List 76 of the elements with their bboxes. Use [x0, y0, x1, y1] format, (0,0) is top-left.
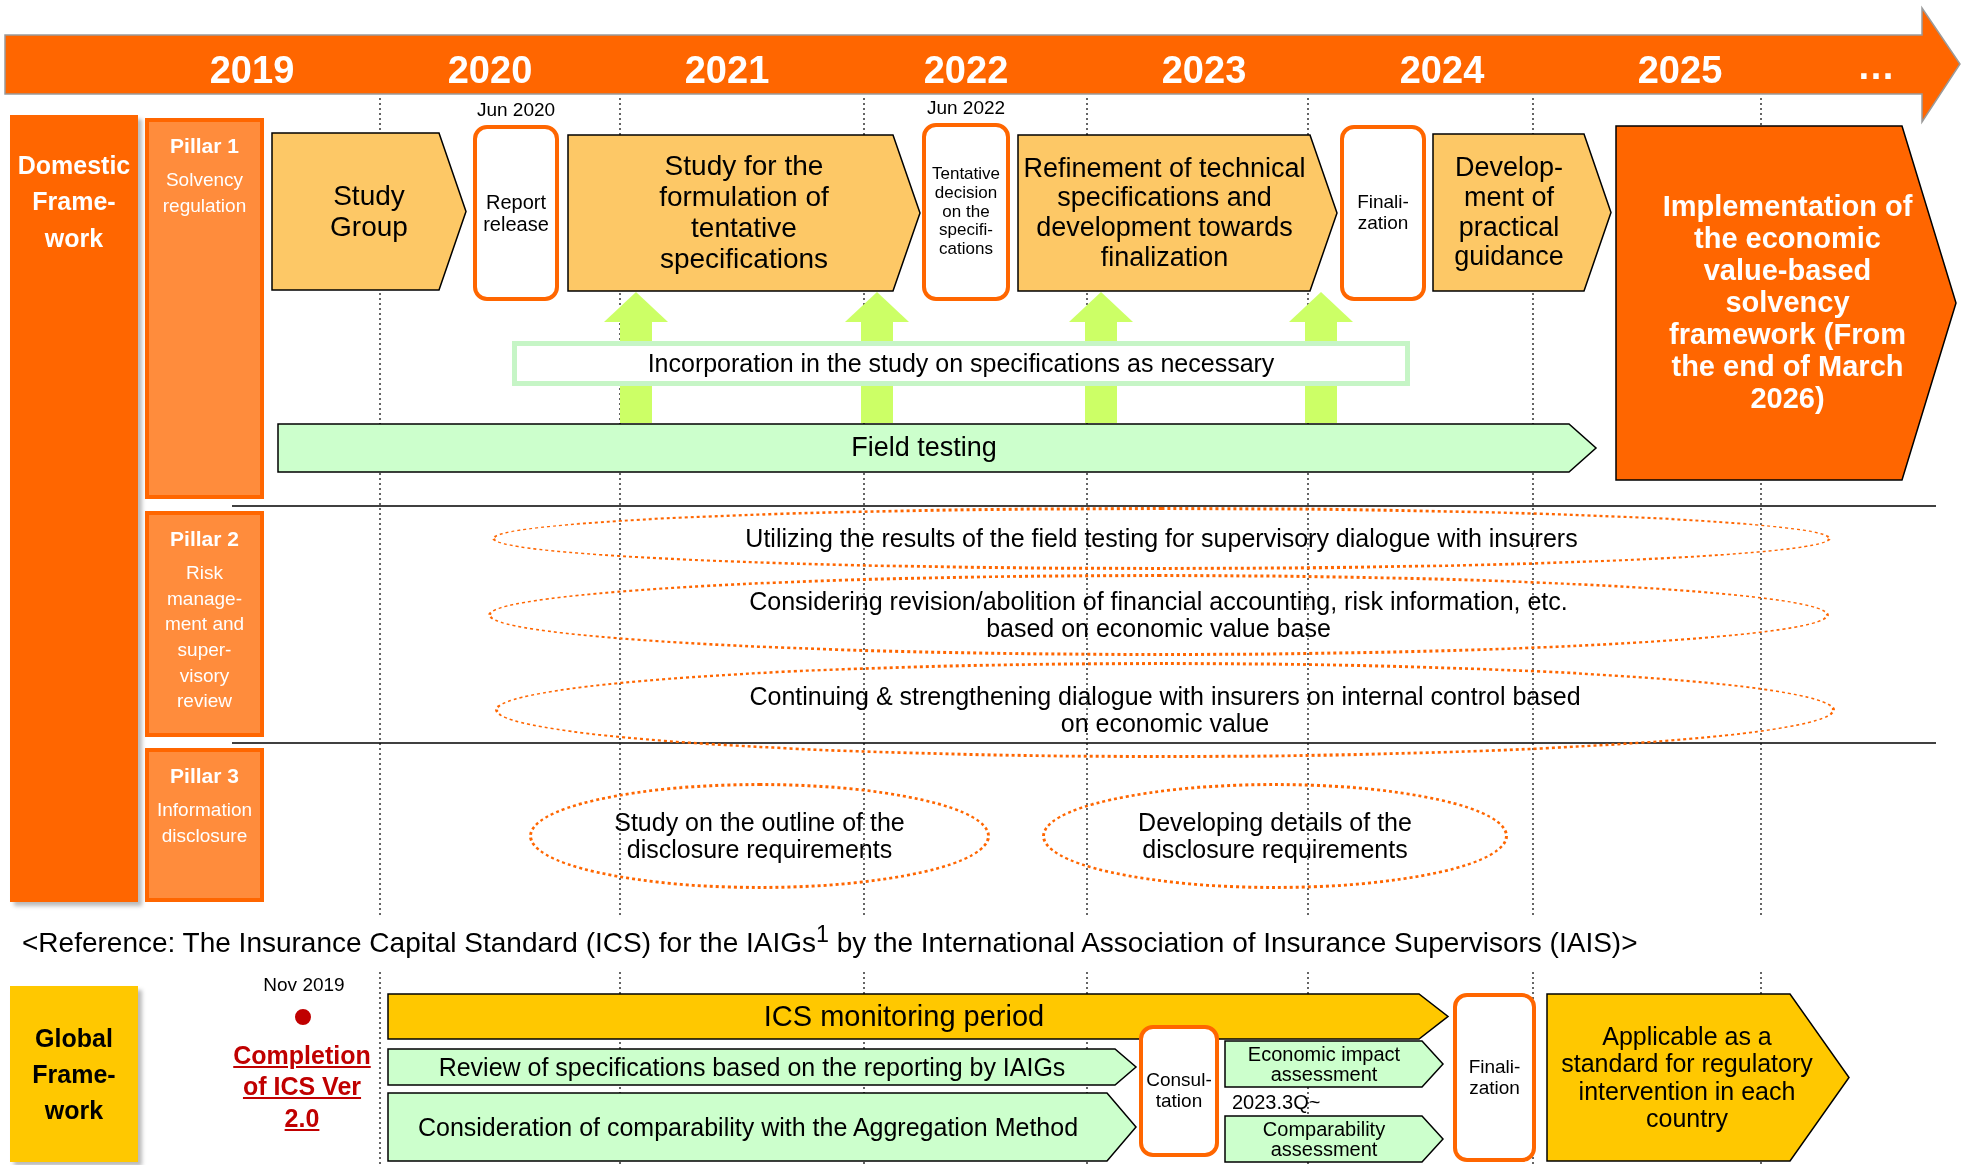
step-text: Developing details of the disclosure requirements — [1137, 808, 1413, 864]
framework-panel — [10, 115, 138, 902]
step-text: Comparability assessment — [1261, 1119, 1387, 1159]
pillar-panel — [145, 118, 264, 499]
up-arrow — [1289, 292, 1353, 341]
date-label: Nov 2019 — [263, 975, 345, 996]
activity-ellipse — [495, 662, 1835, 758]
up-arrow — [604, 292, 668, 341]
milestone-box — [1453, 993, 1536, 1162]
phase-banner — [1546, 993, 1850, 1162]
phase-banner — [1017, 134, 1338, 292]
phase-banner — [567, 134, 921, 292]
process-bar — [277, 423, 1597, 473]
ellipsis-label: … — [1857, 46, 1895, 88]
pillar-heading: Pillar 3 — [170, 764, 239, 788]
step-text: Finali- zation — [1467, 1056, 1522, 1099]
year-label: 2025 — [1637, 50, 1723, 92]
step-text: ICS monitoring period — [763, 1000, 1045, 1033]
phase-banner — [387, 1092, 1137, 1162]
reference-heading: <Reference: The Insurance Capital Standard (ICS) for the IAIGs$^{1}$ by the International Association of Insurance Supervisors (IAIS)> — [22, 922, 1638, 960]
step-text: Refinement of technical specifications and development towards finalization — [1022, 153, 1307, 273]
pillar-panel — [145, 511, 264, 737]
pillar-panel — [145, 748, 264, 902]
milestone-box — [922, 123, 1010, 301]
step-text: Finali- zation — [1356, 192, 1410, 234]
milestone-box — [1139, 1025, 1219, 1157]
activity-ellipse — [529, 783, 990, 889]
year-label: 2021 — [684, 50, 770, 92]
step-text: Implementation of the economic value-based solvency framework (From the end of March 2026) — [1661, 191, 1914, 415]
activity-ellipse — [1042, 783, 1508, 889]
step-text: Study Group — [329, 180, 409, 243]
step-text: Consul- tation — [1145, 1070, 1213, 1112]
year-label: 2024 — [1399, 50, 1485, 92]
phase-banner — [271, 132, 467, 291]
pillar-heading: Pillar 1 — [170, 134, 239, 158]
up-arrow — [1069, 292, 1133, 341]
year-label: 2023 — [1161, 50, 1247, 92]
step-text: Study for the formulation of tentative specifications — [658, 151, 830, 275]
step-text: Tentative decision on the specifi- cations — [930, 165, 1001, 259]
step-text: Review of specifications based on the reporting by IAIGs — [438, 1054, 1066, 1080]
step-text: Field testing — [851, 433, 997, 463]
phase-banner — [387, 993, 1449, 1040]
step-text: Considering revision/abolition of financial accounting, risk information, etc. based on economic value base — [748, 587, 1569, 643]
activity-ellipse — [488, 574, 1829, 656]
step-text: Develop- ment of practical guidance — [1453, 153, 1565, 272]
date-label: 2023.3Q~ — [1232, 1091, 1321, 1113]
step-text: Continuing & strengthening dialogue with insurers on internal control based on economic value — [748, 682, 1582, 738]
pillar-description: Solvency regulation — [161, 168, 248, 218]
up-arrow — [845, 292, 909, 341]
date-label: Jun 2020 — [476, 100, 556, 121]
step-text: Report release — [482, 191, 550, 235]
framework-panel — [10, 986, 138, 1162]
date-label: Jun 2022 — [926, 98, 1006, 119]
milestone-box — [473, 125, 559, 301]
step-text: Domestic Frame- work — [16, 150, 132, 254]
phase-banner — [1224, 1115, 1444, 1163]
year-label: 2020 — [447, 50, 533, 92]
pillar-description: Risk manage- ment and super- visory review — [163, 561, 246, 714]
step-text: Utilizing the results of the field testing for supervisory dialogue with insurers — [745, 524, 1578, 553]
goal-banner — [1615, 125, 1957, 481]
milestone-box — [1340, 125, 1426, 301]
activity-ellipse — [492, 507, 1831, 570]
phase-banner — [387, 1048, 1137, 1086]
step-text: Economic impact assessment — [1246, 1044, 1402, 1084]
year-label: 2019 — [209, 50, 295, 92]
step-text: Global Frame- work — [31, 1022, 117, 1127]
pillar-heading: Pillar 2 — [170, 527, 239, 551]
step-text: Applicable as a standard for regulatory intervention in each country — [1560, 1022, 1814, 1133]
step-text: Study on the outline of the disclosure requirements — [613, 808, 906, 864]
step-text: Incorporation in the study on specifications as necessary — [647, 349, 1275, 378]
pillar-description: Information disclosure — [155, 798, 253, 848]
milestone-label: Completion of ICS Ver 2.0 — [232, 1040, 372, 1134]
note-box — [512, 341, 1410, 386]
phase-banner — [1432, 133, 1612, 292]
step-text: Consideration of comparability with the Aggregation Method — [417, 1114, 1079, 1140]
year-label: 2022 — [923, 50, 1009, 92]
